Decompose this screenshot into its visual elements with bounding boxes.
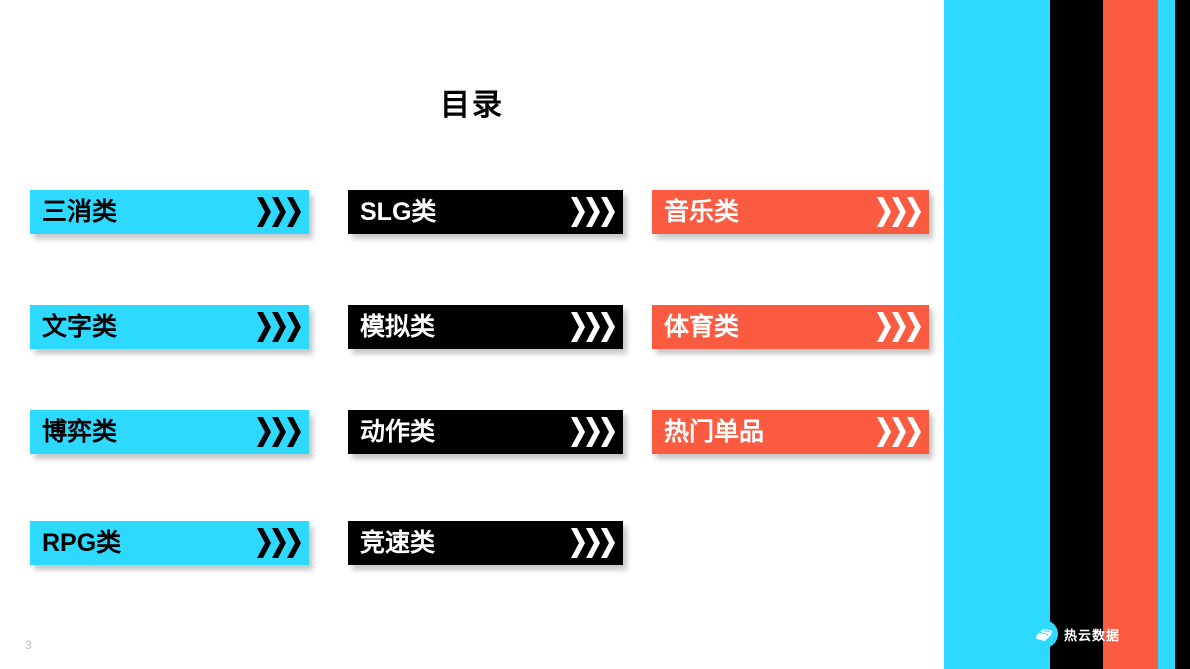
triple-chevron-right-icon [877, 197, 921, 227]
menu-button-label: 模拟类 [360, 313, 436, 341]
menu-button[interactable]: SLG类 [348, 190, 623, 234]
reyun-cube-logo-icon [1030, 620, 1058, 648]
triple-chevron-right-icon [877, 417, 921, 447]
menu-button[interactable]: 博弈类 [30, 410, 309, 454]
menu-button-label: 博弈类 [42, 418, 118, 446]
menu-button-label: 音乐类 [664, 198, 740, 226]
menu-button[interactable]: 体育类 [652, 305, 929, 349]
triple-chevron-right-icon [571, 417, 615, 447]
menu-button[interactable]: 竞速类 [348, 521, 623, 565]
menu-button-label: 体育类 [664, 313, 740, 341]
menu-button[interactable]: 文字类 [30, 305, 309, 349]
decor-bar-cyan-2 [1158, 0, 1175, 669]
decor-bar-black-1 [1050, 0, 1103, 669]
decor-bar-cyan-1 [944, 0, 1050, 669]
menu-button-label: 竞速类 [360, 529, 436, 557]
triple-chevron-right-icon [571, 197, 615, 227]
triple-chevron-right-icon [257, 528, 301, 558]
triple-chevron-right-icon [257, 312, 301, 342]
menu-button-label: SLG类 [360, 198, 437, 226]
menu-button-label: RPG类 [42, 529, 122, 557]
triple-chevron-right-icon [571, 528, 615, 558]
triple-chevron-right-icon [571, 312, 615, 342]
decor-bar-orange [1103, 0, 1158, 669]
triple-chevron-right-icon [257, 197, 301, 227]
menu-button[interactable]: RPG类 [30, 521, 309, 565]
menu-button-label: 三消类 [42, 198, 118, 226]
brand-logo-text: 热云数据 [1064, 627, 1121, 643]
menu-button[interactable]: 模拟类 [348, 305, 623, 349]
decor-bar-black-2 [1175, 0, 1190, 669]
triple-chevron-right-icon [877, 312, 921, 342]
brand-logo: 热云数据 [1030, 620, 1120, 648]
menu-button[interactable]: 三消类 [30, 190, 309, 234]
menu-button[interactable]: 音乐类 [652, 190, 929, 234]
menu-button-label: 热门单品 [664, 418, 765, 446]
menu-button-label: 文字类 [42, 313, 118, 341]
triple-chevron-right-icon [257, 417, 301, 447]
page-title: 目录 [440, 89, 504, 122]
page-number: 3 [25, 638, 32, 652]
menu-button-label: 动作类 [360, 418, 436, 446]
menu-button[interactable]: 热门单品 [652, 410, 929, 454]
menu-button[interactable]: 动作类 [348, 410, 623, 454]
